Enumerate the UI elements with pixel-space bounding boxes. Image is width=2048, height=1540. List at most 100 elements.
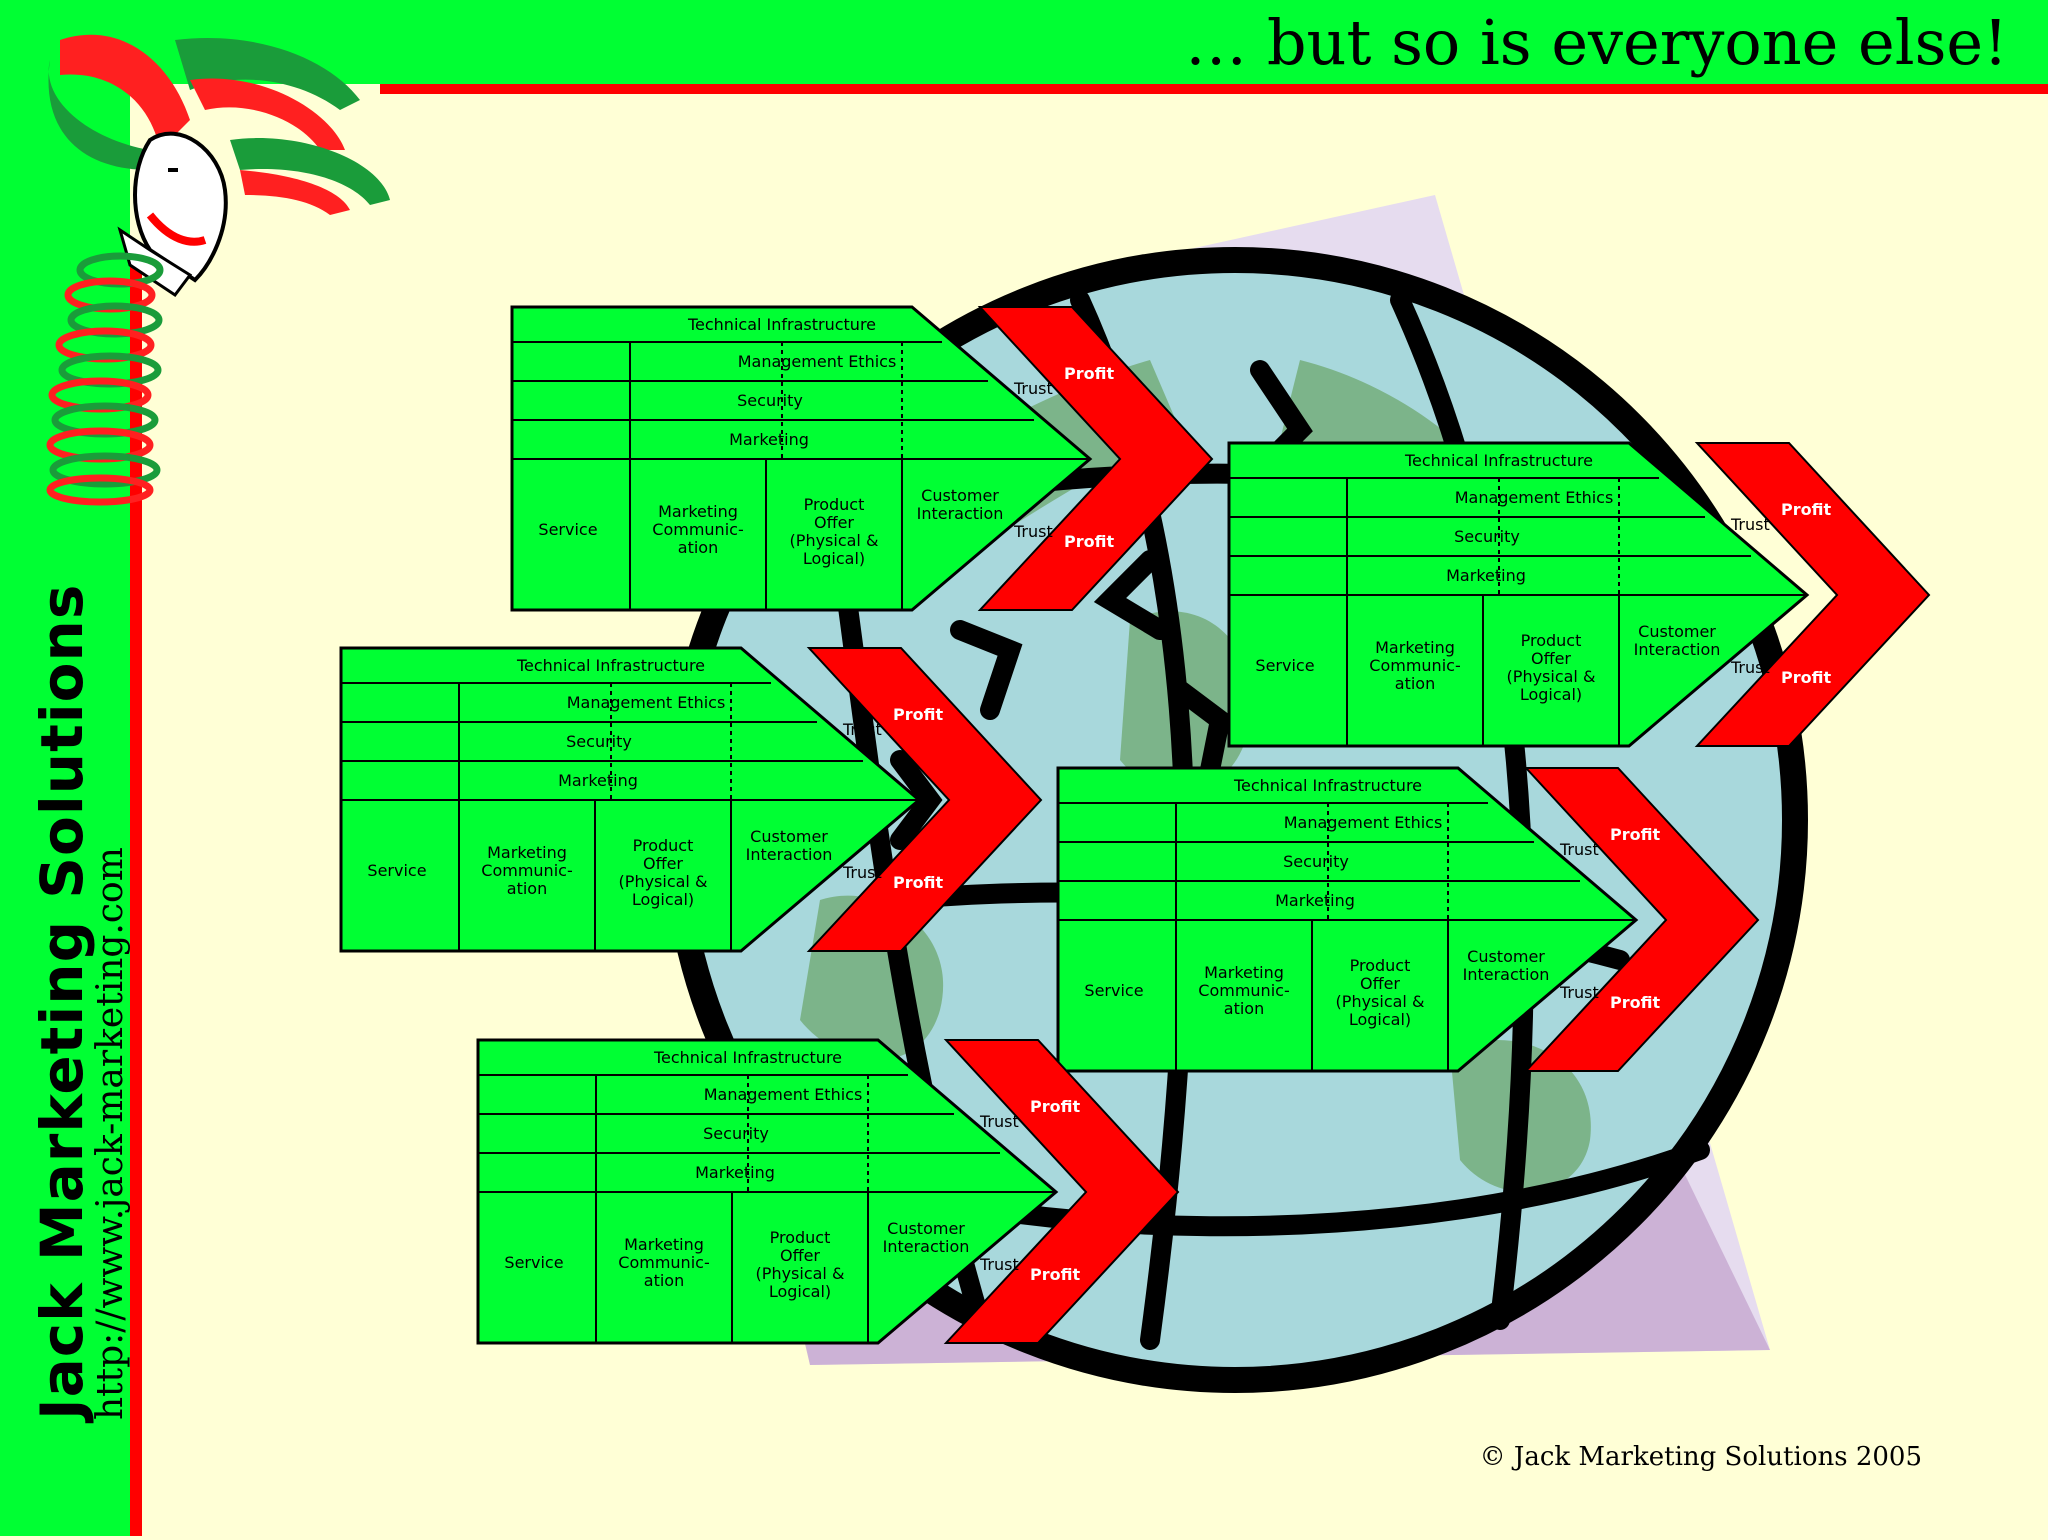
technical-infrastructure-label: Technical Infrastructure [516,656,705,675]
svg-text:Interaction: Interaction [1634,640,1721,659]
trust-label: Trust [1013,522,1053,541]
svg-text:Offer: Offer [1531,649,1571,668]
profit-chevron: Profit Profit [1523,767,1760,1072]
profit-label: Profit [1030,1265,1080,1284]
trust-label: Trust [979,1255,1019,1274]
svg-text:(Physical &: (Physical & [756,1264,845,1283]
trust-label: Trust [1559,840,1599,859]
technical-infrastructure-label: Technical Infrastructure [687,315,876,334]
profit-chevron: Profit Profit [977,306,1214,611]
top-red-line [380,84,2048,94]
svg-text:Offer: Offer [643,854,683,873]
tagline: … but so is everyone else! [1185,6,2008,79]
company-url[interactable]: http://www.jack-marketing.com [90,847,131,1420]
svg-text:Interaction: Interaction [917,504,1004,523]
svg-text:Communic-: Communic- [481,861,572,880]
customer-interaction-label: Customer [1638,622,1716,641]
marketing-diagram-3: Profit Profit Technical Infrastructure M… [339,646,1043,953]
trust-label: Trust [1730,658,1770,677]
svg-text:Logical): Logical) [1520,685,1582,704]
svg-text:Communic-: Communic- [1369,656,1460,675]
marketing-communication-label: Marketing [624,1235,704,1254]
profit-label: Profit [1064,532,1114,551]
marketing-label: Marketing [729,430,809,449]
management-ethics-label: Management Ethics [1284,813,1443,832]
management-ethics-label: Management Ethics [738,352,897,371]
marketing-communication-label: Marketing [658,502,738,521]
company-name: Jack Marketing Solutions [28,583,96,1420]
svg-text:ation: ation [1224,999,1264,1018]
security-label: Security [737,391,803,410]
trust-label: Trust [979,1112,1019,1131]
copyright-notice: © Jack Marketing Solutions 2005 [1479,1442,1922,1472]
svg-text:ation: ation [507,879,547,898]
svg-text:Interaction: Interaction [1463,965,1550,984]
profit-label: Profit [1064,364,1114,383]
marketing-communication-label: Marketing [487,843,567,862]
customer-interaction-label: Customer [750,827,828,846]
svg-text:ation: ation [1395,674,1435,693]
svg-text:Offer: Offer [814,513,854,532]
marketing-label: Marketing [558,771,638,790]
profit-chevron: Profit Profit [806,647,1043,952]
marketing-communication-label: Marketing [1375,638,1455,657]
technical-infrastructure-label: Technical Infrastructure [1233,776,1422,795]
svg-text:Offer: Offer [780,1246,820,1265]
security-label: Security [1283,852,1349,871]
product-offer-label: Product [770,1228,831,1247]
svg-text:Logical): Logical) [632,890,694,909]
svg-text:Offer: Offer [1360,974,1400,993]
profit-label: Profit [1030,1097,1080,1116]
marketing-communication-label: Marketing [1204,963,1284,982]
customer-interaction-label: Customer [921,486,999,505]
svg-text:Logical): Logical) [769,1282,831,1301]
jester-icon [46,34,390,506]
profit-label: Profit [1610,993,1660,1012]
svg-text:(Physical &: (Physical & [790,531,879,550]
technical-infrastructure-label: Technical Infrastructure [1404,451,1593,470]
service-label: Service [367,861,426,880]
profit-label: Profit [1781,668,1831,687]
management-ethics-label: Management Ethics [704,1085,863,1104]
security-label: Security [1454,527,1520,546]
security-label: Security [566,732,632,751]
trust-label: Trust [842,720,882,739]
svg-text:Logical): Logical) [803,549,865,568]
profit-chevron: Profit Profit [1694,442,1931,747]
profit-label: Profit [1610,825,1660,844]
security-label: Security [703,1124,769,1143]
customer-interaction-label: Customer [1467,947,1545,966]
service-label: Service [538,520,597,539]
svg-text:(Physical &: (Physical & [1336,992,1425,1011]
profit-chevron: Profit Profit [943,1039,1180,1344]
service-label: Service [1255,656,1314,675]
management-ethics-label: Management Ethics [567,693,726,712]
trust-label: Trust [1013,379,1053,398]
technical-infrastructure-label: Technical Infrastructure [653,1048,842,1067]
service-label: Service [504,1253,563,1272]
left-red-line [130,260,142,1536]
svg-text:ation: ation [678,538,718,557]
profit-label: Profit [1781,500,1831,519]
product-offer-label: Product [633,836,694,855]
marketing-label: Marketing [1446,566,1526,585]
svg-text:Communic-: Communic- [1198,981,1289,1000]
svg-text:ation: ation [644,1271,684,1290]
product-offer-label: Product [1521,631,1582,650]
marketing-label: Marketing [695,1163,775,1182]
marketing-diagram-2: Profit Profit Technical Infrastructure M… [1227,441,1931,748]
svg-text:Communic-: Communic- [618,1253,709,1272]
product-offer-label: Product [804,495,865,514]
product-offer-label: Product [1350,956,1411,975]
svg-text:Interaction: Interaction [746,845,833,864]
marketing-diagram-1: Profit Profit Technical Infrastructure M… [510,305,1214,612]
svg-text:Interaction: Interaction [883,1237,970,1256]
trust-label: Trust [1559,983,1599,1002]
trust-label: Trust [1730,515,1770,534]
marketing-diagram-5: Profit Profit Technical Infrastructure M… [476,1038,1180,1345]
svg-text:Logical): Logical) [1349,1010,1411,1029]
svg-text:(Physical &: (Physical & [1507,667,1596,686]
service-label: Service [1084,981,1143,1000]
